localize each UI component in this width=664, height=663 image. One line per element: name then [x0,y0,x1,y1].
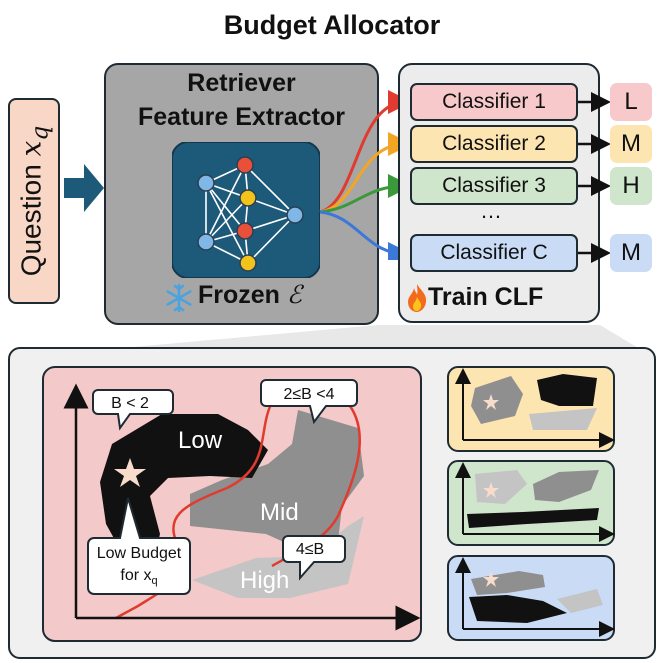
low-label: Low [178,427,223,454]
question-box: Question xq [8,98,60,304]
zoom-connector [110,325,640,349]
input-arrow-icon [64,164,104,212]
retriever-title: Retriever Feature Extractor [104,66,379,134]
mid-region [190,410,364,552]
train-clf-label: Train CLF [428,283,544,311]
fire-icon [408,284,427,312]
mini-plot-classifier-2 [447,366,615,452]
connection-lines [319,90,412,260]
output-label-3: H [610,167,652,205]
mid-label: Mid [260,499,299,526]
frozen-symbol: ℰ [286,280,303,309]
retriever-title-line1: Retriever [187,69,296,97]
high-region [192,516,364,598]
budget-callout: Low Budget for xq [87,497,191,595]
callout-low-text: B < 2 [111,395,149,412]
classifier-1: Classifier 1 [410,83,578,121]
callout-mid-text: 2≤B <4 [283,386,334,403]
callout-low: B < 2 [92,389,174,431]
line-classifier-3 [319,174,412,214]
neural-network-icon [172,142,320,278]
classifier-2: Classifier 2 [410,125,578,163]
callout-high-text: 4≤B [296,541,324,558]
mini-plot-classifier-3 [447,460,615,546]
retriever-title-line2: Feature Extractor [137,103,346,131]
output-arrows [578,92,611,263]
output-label-1: L [610,83,652,121]
output-label-c: M [610,234,652,272]
query-star-icon [114,458,146,487]
callout-high: 4≤B [282,535,346,581]
low-region [100,414,268,568]
page-title: Budget Allocator [223,10,441,40]
high-label: High [240,567,289,594]
question-variable: x [14,140,48,157]
mini-plot-classifier-c [447,555,615,641]
budget-callout-line2: for xq [120,567,157,587]
line-classifier-c [319,210,412,260]
line-classifier-2 [319,132,412,214]
output-label-2: M [610,125,652,163]
classifier-ellipsis: … [480,198,504,223]
budget-callout-line1: Low Budget [97,545,182,562]
decision-region-plot: Low Mid High B < 2 2≤B <4 4≤B Low Budget… [42,366,422,642]
classifier-c: Classifier C [410,234,578,272]
question-subscript: q [25,125,54,141]
snowflake-icon [166,283,192,313]
question-label: Question xq [14,125,54,277]
classifier-3: Classifier 3 [410,167,578,205]
callout-mid: 2≤B <4 [260,379,358,425]
frozen-label: Frozen ℰ [198,280,303,309]
line-classifier-1 [319,90,412,214]
